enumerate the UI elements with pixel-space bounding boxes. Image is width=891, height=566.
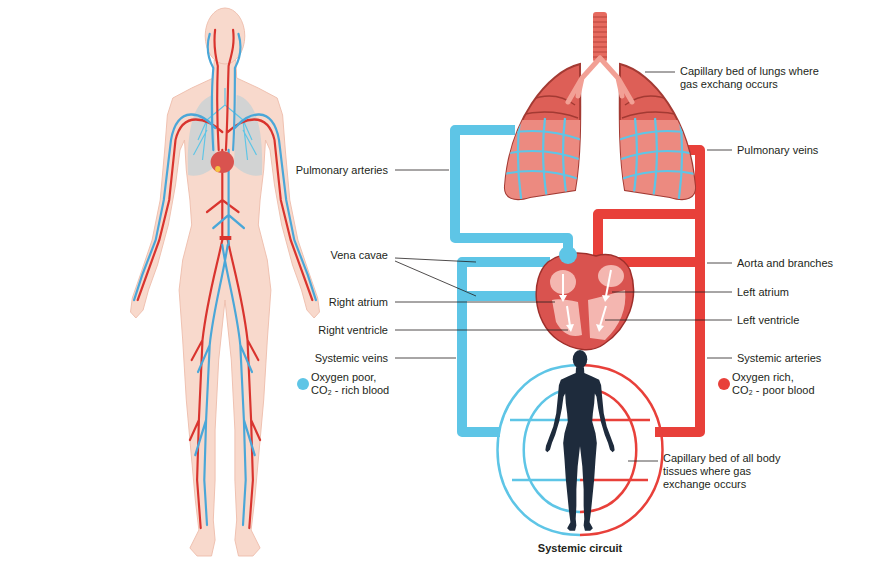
- lungs-outline: [188, 95, 262, 176]
- legend-swatch: [718, 378, 730, 390]
- trachea-rings: [593, 17, 607, 57]
- legend-item: Oxygen rich, CO₂ - poor blood: [718, 371, 815, 397]
- callout-label: Capillary bed of all body tissues where …: [663, 452, 788, 491]
- bronchi: [568, 58, 632, 102]
- arteries: [138, 30, 313, 528]
- lung-lower-tissue: [500, 120, 700, 205]
- trachea: [593, 12, 607, 62]
- left-atrium-chamber: [598, 265, 624, 287]
- human-figure: [131, 8, 320, 556]
- callout-label: Right atrium: [329, 296, 388, 309]
- lungs: [500, 12, 700, 205]
- body-silhouette: [545, 350, 614, 531]
- callout-label: Pulmonary veins: [737, 144, 818, 157]
- callout-label: Left atrium: [737, 286, 789, 299]
- flow-arrowheads: [559, 295, 610, 332]
- right-ventricle-chamber: [552, 299, 582, 336]
- heart-small: [211, 151, 234, 173]
- callout-label: Pulmonary arteries: [296, 164, 388, 177]
- callout-label: Aorta and branches: [737, 257, 833, 270]
- callout-label: Capillary bed of lungs where gas exchang…: [680, 65, 830, 91]
- aorta-fork: [220, 236, 232, 240]
- legend-item: Oxygen poor, CO₂ - rich blood: [297, 371, 390, 397]
- veins: [134, 34, 316, 525]
- callout-label: Systemic veins: [315, 352, 388, 365]
- callout-label: Vena cavae: [331, 249, 389, 262]
- lung-veins: [520, 96, 680, 118]
- heart-detail: [215, 166, 220, 172]
- callout-label: Systemic arteries: [737, 352, 821, 365]
- heart-outline: [536, 253, 633, 350]
- legend-text: Oxygen rich, CO₂ - poor blood: [732, 371, 815, 397]
- body-silhouette: [131, 8, 320, 556]
- pulmonary-trunk: [559, 246, 577, 264]
- lung-capillaries: [500, 96, 700, 205]
- figure-caption: Systemic circuit: [538, 542, 622, 555]
- leader-lines: [395, 72, 732, 461]
- legend-swatch: [297, 378, 309, 390]
- lung-capillary-mesh: [500, 118, 700, 205]
- aorta-vessel: [598, 214, 700, 258]
- legend-text: Oxygen poor, CO₂ - rich blood: [311, 371, 390, 397]
- systemic-figure: [498, 350, 663, 535]
- callout-label: Left ventricle: [737, 314, 799, 327]
- heart: [536, 246, 633, 350]
- callout-label: Right ventricle: [318, 324, 388, 337]
